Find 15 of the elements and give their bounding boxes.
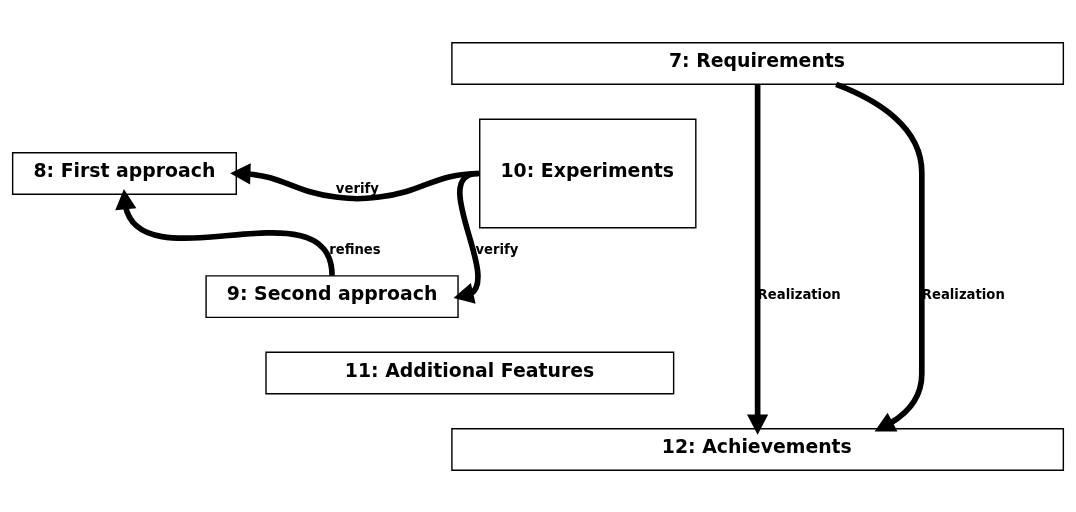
arrow [230,162,480,202]
node-box: 10: Experiments [479,118,697,228]
edge-label: Realization [757,286,841,302]
node-box: 11: Additional Features [265,351,675,394]
arrow [115,188,335,276]
node-box: 9: Second approach [205,274,459,318]
arrow [747,83,769,435]
edge-label: verify [475,241,519,257]
edge-label: refines [329,241,381,257]
arrow [453,170,481,304]
node-box: 7: Requirements [451,41,1065,85]
arrow [835,81,925,431]
node-box: 8: First approach [11,151,237,195]
node-box: 12: Achievements [451,427,1065,471]
edge-label: verify [335,180,379,196]
